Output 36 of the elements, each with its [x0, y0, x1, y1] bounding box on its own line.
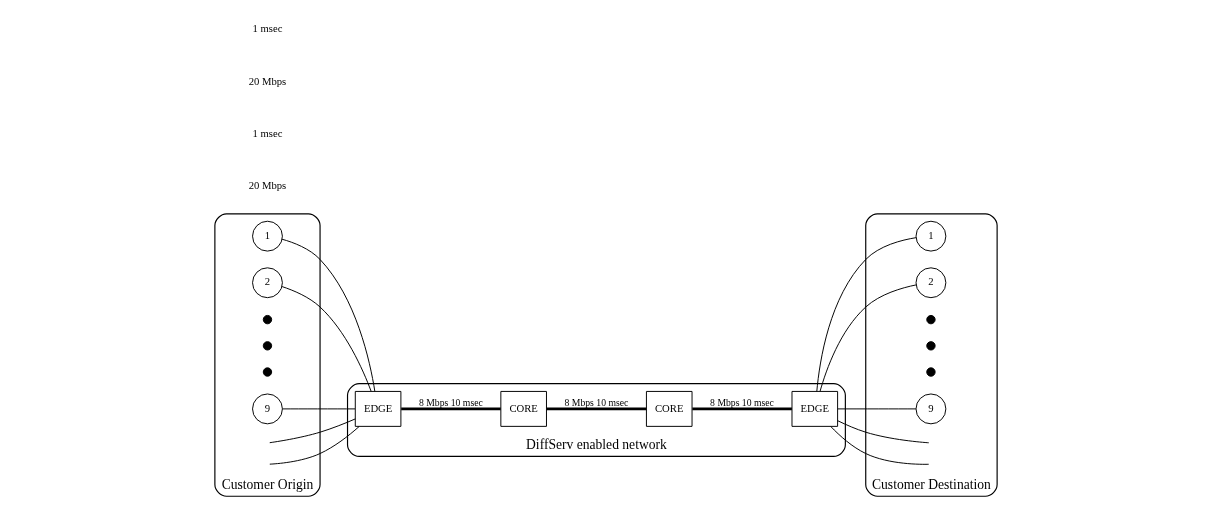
label: 1 msec: [252, 126, 282, 139]
edge-label: 8 Mbps 10 msec: [564, 396, 628, 408]
node-circle: 2: [915, 267, 946, 299]
edge-label: 8 Mbps 10 msec: [709, 396, 774, 408]
connector: [819, 284, 917, 392]
node-dot: [925, 314, 936, 325]
node-dot: [925, 367, 936, 377]
label: 1 msec: [252, 22, 282, 35]
node-dot: [925, 341, 936, 351]
connector: [546, 407, 646, 411]
connector: [836, 408, 916, 410]
connector: [836, 420, 929, 444]
label: 20 Mbps: [248, 74, 286, 87]
edge-label: 8 Mbps 10 msec: [418, 396, 483, 408]
connector: [281, 286, 372, 392]
node-box: CORE: [645, 390, 692, 427]
connector: [400, 407, 501, 411]
connector: [268, 426, 360, 465]
node-box: CORE: [499, 390, 547, 427]
connector: [268, 418, 356, 444]
node-circle: 1: [251, 220, 283, 252]
node-dot: [262, 341, 272, 351]
label: 20 Mbps: [248, 179, 286, 192]
node-box: EDGE: [791, 390, 838, 427]
connector: [281, 408, 355, 410]
node-circle: 2: [251, 267, 283, 299]
node-dot: [262, 314, 272, 325]
connector: [815, 237, 917, 392]
node-dot: [262, 367, 272, 377]
node-box: EDGE: [354, 390, 401, 427]
node-circle: 9: [251, 393, 283, 425]
connector: [829, 425, 929, 465]
connector: [691, 407, 792, 411]
node-circle: 1: [915, 220, 946, 252]
node-circle: 9: [915, 393, 946, 425]
connector: [281, 238, 375, 392]
